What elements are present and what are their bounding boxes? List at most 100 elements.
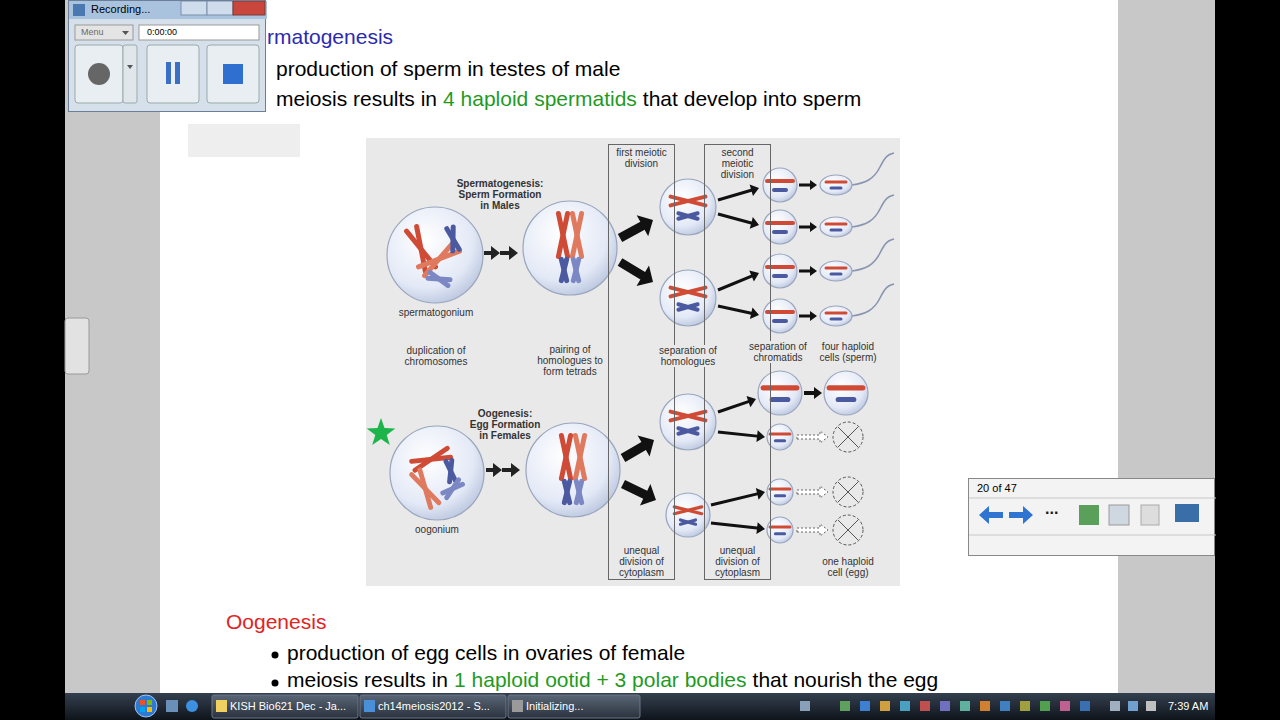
chromatid (443, 484, 463, 493)
chromatid (564, 481, 569, 502)
chromatid (564, 481, 569, 502)
cell (763, 168, 797, 202)
app-icon (73, 4, 85, 16)
arrow (711, 522, 765, 535)
arrow (621, 436, 654, 462)
taskbar-button (212, 695, 358, 718)
cross-mark (838, 520, 858, 540)
arrow (621, 480, 656, 506)
taskbar-icon (512, 700, 523, 712)
separator (969, 498, 1216, 499)
chromatid (572, 213, 581, 256)
record-symbol (88, 63, 110, 85)
arrow (711, 488, 765, 507)
start-logo (140, 707, 145, 712)
column-footer: unequal division of cytoplasm (707, 545, 768, 578)
quick-launch-icon (166, 700, 178, 712)
chromatid (418, 251, 459, 267)
arrow (799, 311, 817, 321)
arrow (718, 213, 759, 229)
separator (969, 535, 1216, 536)
quick-launch-icon (186, 700, 198, 712)
recorder-controls (69, 1, 267, 113)
chromatid (774, 230, 786, 234)
dropdown-arrow (127, 65, 133, 69)
chromatid (680, 520, 695, 524)
chromatid (671, 412, 706, 421)
slide-heading: Oogenesis (226, 611, 326, 633)
tray-icon (860, 701, 870, 711)
chromatid (430, 273, 448, 286)
arrow (502, 463, 520, 477)
tray-icon (980, 701, 990, 711)
chromatid (561, 435, 570, 478)
monitor-icon (1175, 504, 1199, 522)
bullet-text: that develop into sperm (643, 88, 861, 110)
chromatid (420, 470, 431, 508)
chromatid (831, 318, 841, 321)
arrow (797, 486, 828, 498)
chromatid (561, 259, 566, 280)
pause-button (147, 45, 199, 103)
chromatid (831, 273, 841, 276)
cross-mark (838, 520, 858, 540)
arrow (799, 222, 817, 232)
step-label: pairing of homologues to form tetrads (530, 344, 610, 377)
cell-label: oogonium (397, 524, 477, 535)
tray-icon (1060, 701, 1070, 711)
figure-heading: Spermatogenesis: Sperm Formation in Male… (455, 178, 545, 211)
chromatid (678, 213, 697, 219)
more-button: ... (1045, 499, 1058, 518)
tray-icon (840, 701, 850, 711)
arrow (718, 430, 765, 442)
chromatid (576, 481, 581, 502)
cell (526, 423, 620, 517)
close-button (233, 1, 265, 15)
dead-cell (833, 422, 863, 452)
slide-navigator: 20 of 47... (968, 478, 1215, 556)
chromatid (671, 197, 706, 206)
chromatid (561, 259, 566, 280)
chromatid (671, 197, 706, 206)
chromatid (576, 481, 581, 502)
arrow (797, 431, 828, 443)
cell (660, 394, 716, 450)
cell (763, 210, 797, 244)
chromatid (774, 319, 786, 323)
cross-mark (838, 482, 858, 502)
timer-box (139, 25, 259, 40)
chromatid (561, 435, 570, 478)
arrow (618, 258, 653, 286)
cell (523, 201, 617, 295)
chromatid (678, 304, 697, 310)
arrow (804, 387, 822, 399)
cell (824, 371, 868, 415)
arrow (618, 215, 653, 242)
arrow (717, 271, 759, 292)
tray-icon (880, 701, 890, 711)
cell (763, 299, 797, 333)
tool-icon (1079, 505, 1099, 525)
arrow (979, 506, 1003, 524)
side-handle (65, 318, 89, 374)
sperm-tail (852, 153, 894, 185)
slide-counter: 20 of 47 (977, 482, 1017, 495)
chromatid (770, 487, 790, 490)
tray-icon (1020, 701, 1030, 711)
chromatid (674, 507, 701, 514)
record-dropdown (123, 45, 137, 103)
chromatid (831, 229, 841, 232)
chromatid (826, 312, 846, 315)
window-title: Recording... (91, 3, 150, 16)
chromatid (774, 188, 786, 192)
taskbar (65, 693, 1215, 720)
pause-symbol (166, 62, 171, 84)
menu-text: Menu (81, 27, 104, 38)
arrow (486, 463, 502, 477)
chromatid (678, 428, 697, 434)
chromatid (558, 213, 567, 256)
sperm-head (820, 261, 852, 281)
chromatid (829, 385, 863, 390)
chromatid (678, 304, 697, 310)
arrow (797, 524, 828, 536)
